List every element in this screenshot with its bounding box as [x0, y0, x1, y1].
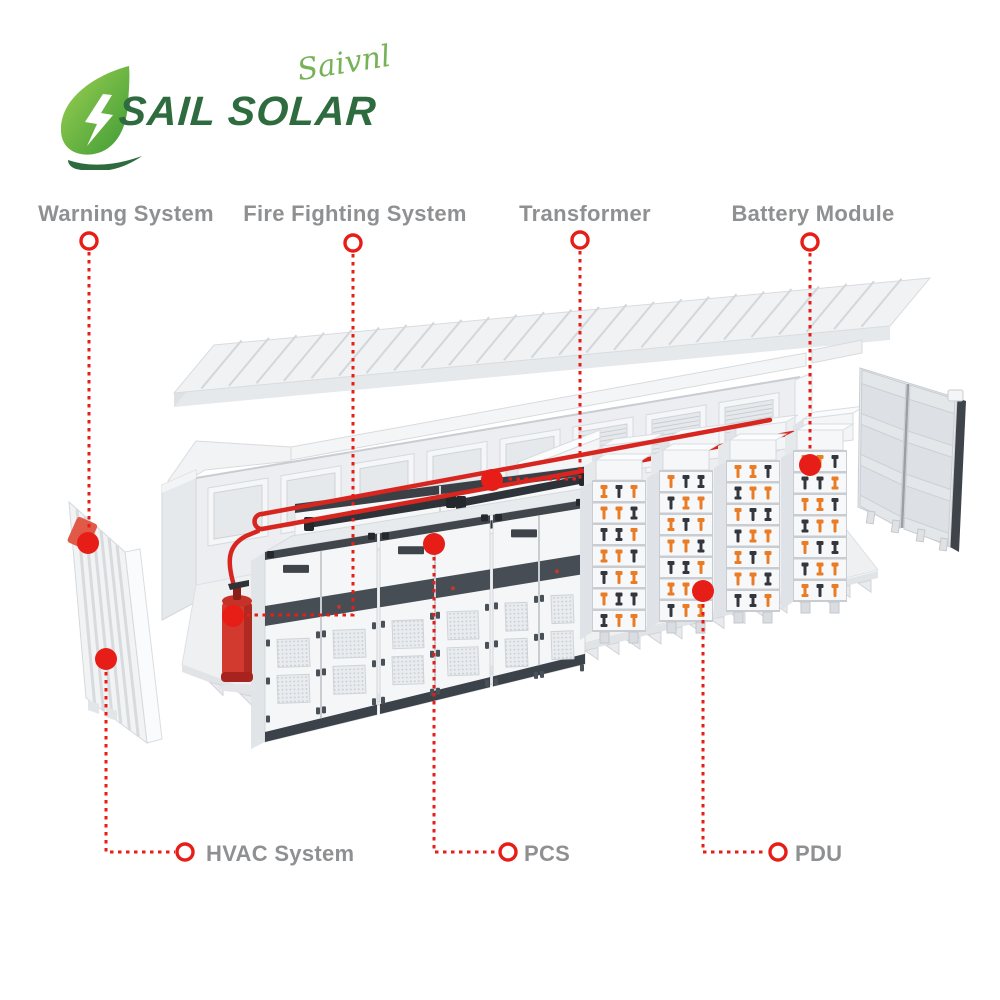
label-warning-system: Warning System	[38, 201, 214, 226]
rack-header-unit	[595, 459, 643, 481]
battery-rack	[714, 433, 788, 624]
vent-grille	[276, 673, 311, 704]
brand-logo: SAIL SOLAR Saivnl	[0, 0, 480, 172]
door-panel	[907, 398, 955, 447]
label-fire-fighting-system: Fire Fighting System	[243, 201, 467, 226]
container-doors	[857, 367, 966, 552]
callout-pdu	[692, 580, 788, 862]
pcs-cabinet	[492, 498, 586, 688]
rack-header-unit	[729, 439, 777, 461]
label-battery-module: Battery Module	[731, 201, 895, 226]
callout-annotations	[77, 230, 821, 862]
roof-panel	[172, 277, 932, 407]
leader-line	[432, 557, 497, 854]
rack-foot	[829, 601, 840, 614]
panel-foot	[88, 700, 99, 714]
floor-tooth	[604, 641, 620, 656]
callout-ring	[768, 842, 788, 862]
battery-rack	[580, 453, 654, 644]
door-foot	[938, 537, 949, 552]
pcs-cabinet	[251, 532, 378, 749]
door-panel	[860, 423, 905, 475]
anchor-dot	[222, 605, 244, 627]
label-pcs: PCS	[524, 841, 571, 866]
callout-fire	[222, 233, 363, 627]
anchor-dot	[423, 533, 445, 555]
vent-grille	[504, 637, 529, 668]
door-panel	[859, 464, 903, 518]
vent-grille	[276, 637, 311, 668]
anchor-dot	[799, 454, 821, 476]
roof-top	[172, 277, 932, 394]
leaf-lightning-icon	[60, 66, 142, 172]
rack-foot	[599, 631, 610, 644]
battery-rack	[647, 443, 721, 634]
rack-header-unit	[662, 449, 710, 471]
rack-foot	[733, 611, 744, 624]
vent-grille	[391, 655, 425, 686]
callout-ring	[498, 842, 518, 862]
door-panel	[860, 382, 906, 431]
rack-foot	[628, 631, 639, 644]
callout-ring	[175, 842, 195, 862]
label-pdu: PDU	[795, 841, 843, 866]
container-left-wall	[161, 469, 197, 621]
floor-tooth	[583, 646, 599, 661]
vent-grille	[332, 664, 367, 695]
vent-grille	[391, 619, 425, 650]
rack-foot	[666, 621, 677, 634]
floor-tooth	[646, 631, 662, 645]
vent-grille	[550, 594, 575, 625]
door-panel	[903, 485, 951, 535]
vent-grille	[332, 628, 367, 659]
callout-ring	[570, 230, 590, 250]
battery-rack	[781, 423, 855, 614]
callout-ring	[343, 233, 363, 253]
callout-hvac	[95, 648, 195, 862]
label-hvac-system: HVAC System	[206, 841, 355, 866]
callout-warning	[77, 231, 99, 554]
panel-foot	[106, 707, 117, 721]
anchor-dot	[692, 580, 714, 602]
leader-line	[104, 672, 175, 854]
wall-top-rail	[167, 339, 863, 493]
door-foot	[865, 510, 876, 525]
anchor-dot	[481, 469, 503, 491]
callout-ring	[800, 232, 820, 252]
callout-ring	[79, 231, 99, 251]
callout-transformer	[481, 230, 590, 491]
rack-foot	[800, 601, 811, 614]
label-transformer: Transformer	[519, 201, 651, 226]
callout-pcs	[423, 533, 518, 862]
vent-grille	[550, 630, 575, 661]
vent-grille	[446, 646, 480, 677]
rack-foot	[762, 611, 773, 624]
anchor-dot	[77, 532, 99, 554]
rack-header-unit	[796, 429, 844, 451]
battery-racks	[580, 423, 855, 644]
floor-tooth	[856, 579, 872, 594]
door-foot	[915, 528, 926, 543]
vent-grille	[504, 601, 529, 632]
wall-vent-panel	[207, 477, 269, 547]
callout-battery	[799, 232, 821, 476]
door-foot	[890, 519, 901, 534]
vent-grille	[446, 610, 480, 641]
extinguisher-handle	[228, 580, 249, 590]
rack-foot	[695, 621, 706, 634]
leader-line	[247, 254, 355, 617]
door-panel	[905, 441, 953, 491]
leader-line	[701, 604, 767, 854]
anchor-dot	[95, 648, 117, 670]
